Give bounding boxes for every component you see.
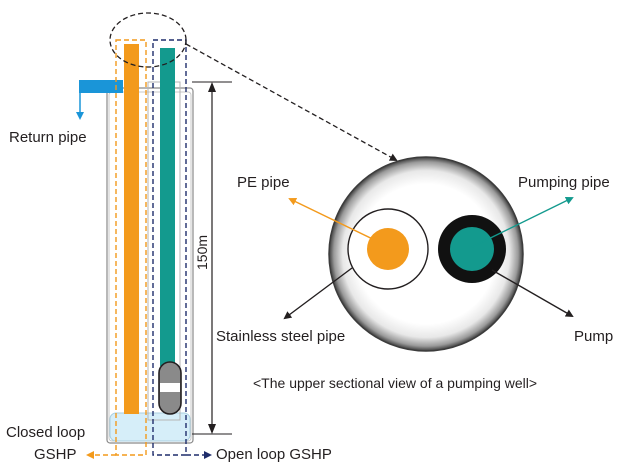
pump-callout-arrow [491, 269, 574, 317]
pumping-pipe-section [450, 227, 494, 271]
depth-dimension: 150m [192, 81, 232, 435]
pe-pipe-section [367, 228, 409, 270]
return-pipe-label: Return pipe [9, 129, 87, 146]
closed-loop-boundary [115, 39, 147, 456]
zoom-source-ellipse [109, 12, 187, 68]
depth-label: 150m [194, 235, 210, 270]
pe-pipe-label: PE pipe [237, 174, 290, 191]
well-water [109, 412, 191, 442]
stainless-steel-pipe-label: Stainless steel pipe [216, 328, 345, 345]
closed-loop-label-line2: GSHP [34, 446, 77, 463]
pump-label: Pump [574, 328, 613, 345]
pumping-pipe-callout-arrow [471, 197, 574, 248]
return-pipe [79, 80, 123, 93]
closed-loop-label-line1: Closed loop [6, 424, 85, 441]
pump-body [158, 361, 182, 415]
open-loop-label: Open loop GSHP [216, 446, 332, 463]
stainless-pipe-callout-arrow [283, 267, 353, 320]
section-caption: <The upper sectional view of a pumping w… [253, 375, 537, 391]
pe-pipe-vertical [124, 44, 139, 414]
pumping-pipe-label: Pumping pipe [518, 174, 610, 191]
pe-pipe-callout-arrow [288, 198, 386, 246]
zoom-connector-arrow [185, 43, 398, 161]
pumping-pipe-vertical [160, 48, 175, 366]
